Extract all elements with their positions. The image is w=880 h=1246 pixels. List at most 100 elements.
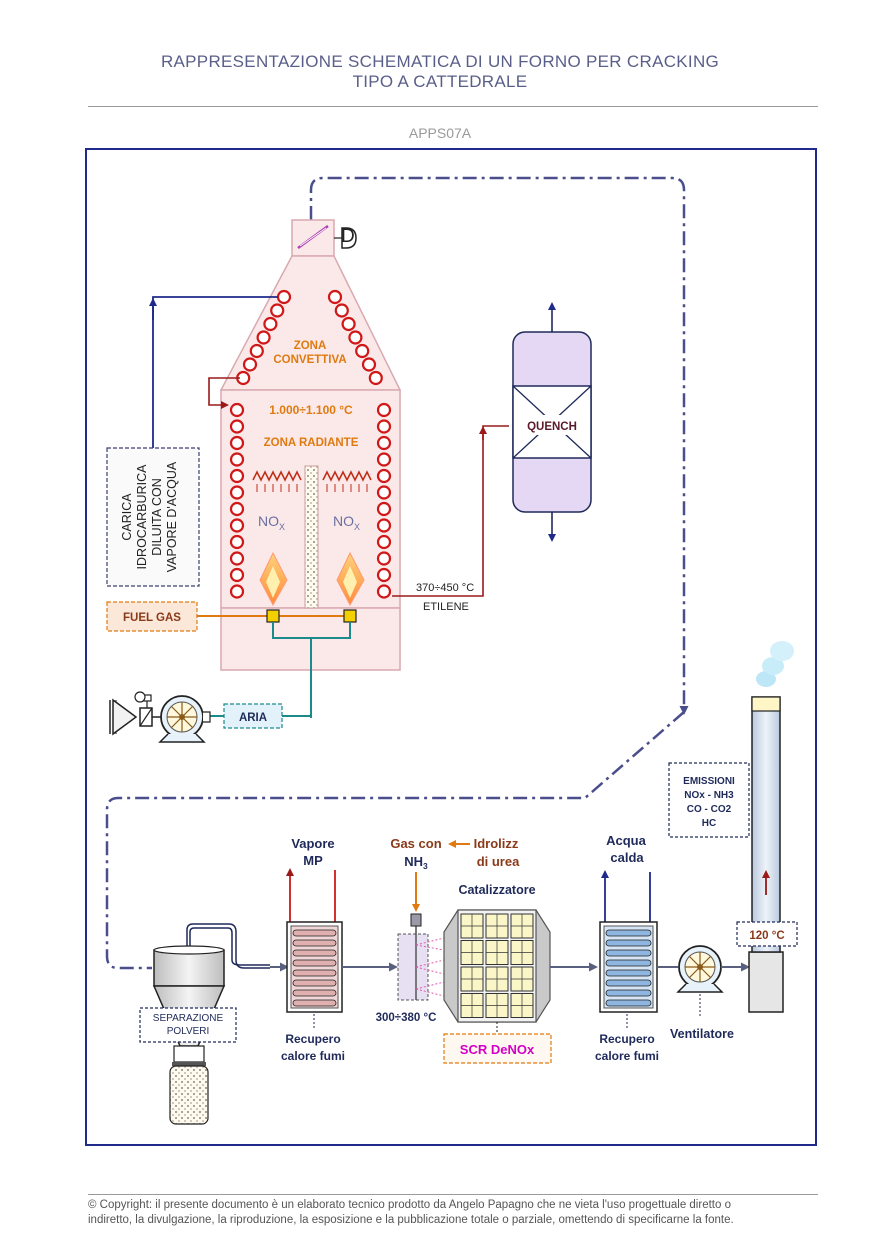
- damper-actuator-icon: [341, 227, 357, 249]
- svg-text:VAPORE D'ACQUA: VAPORE D'ACQUA: [165, 461, 179, 572]
- separazione-box: [139, 1007, 237, 1043]
- tube-coil: [376, 501, 392, 517]
- feed-label: CARICA IDROCARBURICA DILUITA CON VAPORE …: [120, 461, 179, 572]
- stack-temp-box: [736, 921, 798, 947]
- recupero1-line1: Recupero: [285, 1032, 340, 1046]
- tube-coil: [229, 402, 245, 418]
- tube-coil: [376, 551, 392, 566]
- emissioni-line3: CO - CO2: [687, 804, 732, 815]
- acqua-line2: calda: [610, 850, 644, 865]
- chimney-stack: [748, 696, 784, 1013]
- header-divider: [88, 106, 818, 107]
- ventilatore-label: Ventilatore: [670, 1027, 734, 1041]
- scr-catalyst: [443, 909, 551, 1023]
- tube-coil: [229, 567, 245, 583]
- exchanger-tube: [292, 979, 337, 987]
- flue-gas-dashed-line: [309, 176, 689, 715]
- tube-coil: [276, 289, 292, 305]
- footer-divider: [88, 1194, 818, 1195]
- outlet-temperature: 370÷450 °C: [416, 582, 474, 594]
- tube-coil: [376, 518, 392, 533]
- outlet-product: ETILENE: [423, 601, 469, 613]
- exchanger-tube: [605, 969, 652, 977]
- tube-coil: [256, 330, 271, 345]
- recupero2-line2: calore fumi: [595, 1049, 659, 1063]
- svg-text:DILUITA CON: DILUITA CON: [150, 478, 164, 556]
- tube-coil: [229, 435, 245, 451]
- heat-radiation-icon-left: [252, 470, 302, 482]
- scr-box: [443, 1033, 552, 1064]
- exchanger-tube: [605, 989, 652, 997]
- tube-coil: [242, 357, 258, 372]
- zona-convettiva-line1: ZONA: [294, 340, 327, 352]
- tube-coil: [376, 485, 392, 500]
- tube-coil: [361, 357, 377, 372]
- svg-text:IDROCARBURICA: IDROCARBURICA: [135, 464, 149, 570]
- zona-convettiva-line2: CONVETTIVA: [273, 354, 346, 366]
- tube-coil: [327, 289, 343, 305]
- diagram-frame: [85, 148, 817, 1146]
- tube-coil: [263, 316, 278, 332]
- recupero2-line1: Recupero: [599, 1032, 654, 1046]
- exchanger-tube: [292, 969, 337, 977]
- aria-label: ARIA: [239, 712, 267, 724]
- tube-coil: [229, 501, 245, 517]
- emissioni-line1: EMISSIONI: [683, 776, 735, 787]
- exchanger-tube: [605, 979, 652, 987]
- quench-vessel: QUENCH: [512, 302, 592, 542]
- ethylene-outlet-line: [392, 425, 509, 597]
- tube-coil: [355, 343, 370, 359]
- exchanger-tube: [292, 939, 337, 947]
- tube-coil: [270, 303, 285, 318]
- catalizzatore-label: Catalizzatore: [458, 883, 535, 897]
- exchanger-tube: [292, 929, 337, 937]
- exchanger-tube: [605, 939, 652, 947]
- tube-coil: [229, 485, 245, 500]
- title-line-1: RAPPRESENTAZIONE SCHEMATICA DI UN FORNO …: [160, 52, 720, 71]
- injector: [410, 913, 422, 927]
- stack-temp-label: 120 °C: [749, 930, 784, 942]
- emissioni-line4: HC: [702, 818, 716, 829]
- exchanger-tube: [605, 929, 652, 937]
- tube-coil: [229, 551, 245, 566]
- acqua-line1: Acqua: [606, 833, 647, 848]
- tube-coil: [249, 343, 264, 359]
- tube-coil: [229, 518, 245, 533]
- tube-coil: [376, 435, 392, 451]
- divider-wall: [304, 465, 319, 609]
- tube-coil: [376, 402, 392, 418]
- heat-recovery-exchanger-2: [599, 870, 658, 1013]
- svg-text:CARICA: CARICA: [120, 493, 134, 541]
- scr-label: SCR DeNOx: [460, 1042, 535, 1057]
- tube-coil: [341, 316, 356, 332]
- exchanger-tube: [292, 959, 337, 967]
- separazione-line2: POLVERI: [167, 1026, 210, 1037]
- heat-radiation-icon-right: [322, 470, 372, 482]
- tube-coil: [229, 534, 245, 550]
- recupero1-line2: calore fumi: [281, 1049, 345, 1063]
- idrolizz-line1: Idrolizz: [474, 836, 519, 851]
- tube-coil: [229, 584, 245, 599]
- separazione-line1: SEPARAZIONE: [153, 1013, 224, 1024]
- exchanger-tube: [292, 949, 337, 957]
- exchanger-tube: [292, 989, 337, 997]
- tube-coil: [334, 303, 349, 318]
- ventilatore-fan-icon: [676, 945, 724, 993]
- burner-right: [343, 609, 357, 623]
- copyright-notice: © Copyright: il presente documento è un …: [88, 1198, 828, 1228]
- zona-radiante-label: ZONA RADIANTE: [264, 437, 359, 449]
- fuel-gas-label: FUEL GAS: [123, 612, 181, 624]
- tube-coil: [376, 567, 392, 583]
- scr-temperature: 300÷380 °C: [376, 1012, 437, 1024]
- smoke-plume-icon: [756, 641, 794, 687]
- emissioni-line2: NOx - NH3: [684, 790, 734, 801]
- exchanger-tube: [605, 959, 652, 967]
- title-line-2: TIPO A CATTEDRALE: [352, 72, 528, 91]
- nox-label-right: NOX: [333, 513, 360, 532]
- burner-left: [266, 609, 280, 623]
- nh3-label: NH3: [404, 854, 428, 871]
- furnace-tubes: [229, 289, 392, 599]
- tube-coil: [229, 452, 245, 467]
- vapore-line2: MP: [303, 853, 323, 868]
- vapore-line1: Vapore: [291, 836, 334, 851]
